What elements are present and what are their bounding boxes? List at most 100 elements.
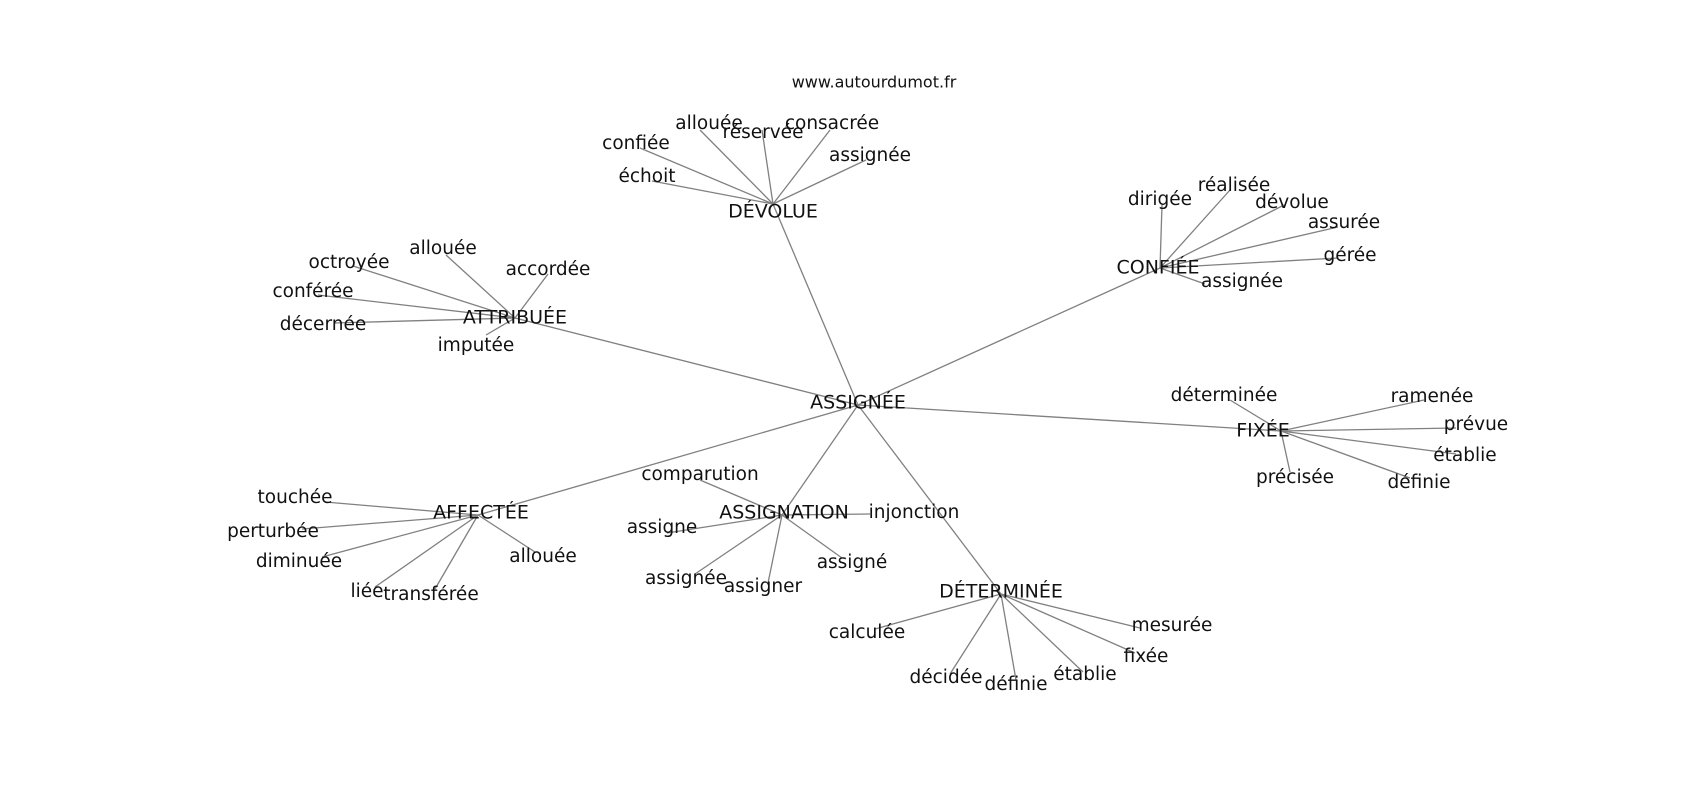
edge-confiee-leaf (1159, 267, 1206, 285)
edge-attribuee-leaf (445, 254, 516, 319)
leaf-node[interactable]: assigner (724, 576, 803, 597)
leaf-node[interactable]: assignée (1201, 271, 1283, 292)
edge-assignation-leaf (781, 513, 871, 516)
leaf-node[interactable]: décernée (280, 314, 366, 335)
leaf-node[interactable]: accordée (506, 259, 591, 280)
leaf-node[interactable]: octroyée (309, 252, 390, 273)
site-label[interactable]: www.autourdumot.fr (792, 73, 957, 92)
edge-center-determinee (857, 404, 1002, 595)
edge-attribuee-leaf (333, 317, 516, 324)
leaf-node[interactable]: mesurée (1132, 615, 1213, 636)
hub-node-devolue[interactable]: DÉVOLUE (728, 200, 818, 223)
leaf-node[interactable]: consacrée (785, 113, 879, 134)
leaf-node[interactable]: imputée (438, 335, 515, 356)
hub-node-fixee[interactable]: FIXÉE (1236, 419, 1290, 442)
leaf-node[interactable]: réservée (723, 122, 804, 143)
edge-devolue-leaf (699, 129, 774, 205)
edge-devolue-leaf (772, 159, 867, 205)
edge-confiee-leaf (1159, 204, 1285, 269)
leaf-node[interactable]: allouée (509, 546, 576, 567)
edge-affectee-leaf (321, 514, 479, 558)
leaf-node[interactable]: établie (1053, 664, 1116, 685)
edge-fixee-leaf (1280, 430, 1411, 479)
graph-edges (301, 129, 1457, 681)
edge-devolue-leaf (772, 129, 831, 205)
leaf-node[interactable]: allouée (409, 238, 476, 259)
edge-attribuee-leaf (485, 317, 516, 336)
edge-fixee-leaf (1280, 399, 1425, 432)
hub-node-attribuee[interactable]: ATTRIBUÉE (463, 306, 567, 329)
edge-affectee-leaf (324, 501, 479, 516)
leaf-node[interactable]: décidée (910, 667, 983, 688)
leaf-node[interactable]: dirigée (1128, 189, 1192, 210)
leaf-node[interactable]: ramenée (1391, 386, 1474, 407)
edge-center-attribuee (514, 317, 859, 406)
edge-affectee-leaf (477, 514, 536, 553)
leaf-node[interactable]: dévolue (1255, 192, 1329, 213)
leaf-node[interactable]: gérée (1323, 245, 1376, 266)
leaf-node[interactable]: touchée (258, 487, 333, 508)
leaf-node[interactable]: allouée (675, 113, 742, 134)
edge-assignation-leaf (699, 479, 783, 516)
leaf-node[interactable]: définie (984, 674, 1047, 695)
leaf-node[interactable]: assignée (645, 568, 727, 589)
hub-node-affectee[interactable]: AFFECTÉE (433, 501, 529, 524)
edge-assignation-leaf (694, 514, 783, 575)
leaf-node[interactable]: échoit (619, 166, 676, 187)
leaf-node[interactable]: calculée (829, 622, 905, 643)
hub-node-assignation[interactable]: ASSIGNATION (719, 502, 849, 524)
hub-node-determinee[interactable]: DÉTERMINÉE (939, 580, 1063, 603)
edge-confiee-leaf (1159, 204, 1163, 269)
edge-center-affectee (477, 404, 859, 516)
edge-assignation-leaf (781, 514, 843, 559)
edge-affectee-leaf (301, 514, 479, 530)
edge-center-assignation (781, 404, 859, 516)
leaf-node[interactable]: assurée (1308, 212, 1380, 233)
edge-confiee-leaf (1159, 226, 1339, 269)
edge-determinee-leaf (874, 593, 1002, 630)
leaf-node[interactable]: confiée (602, 133, 670, 154)
edge-determinee-leaf (1000, 593, 1017, 681)
edge-affectee-leaf (434, 514, 479, 590)
graph-labels: www.autourdumot.fr ASSIGNÉE DÉVOLUE allou… (227, 73, 1508, 696)
edge-center-confiee (857, 267, 1161, 406)
leaf-node[interactable]: définie (1387, 472, 1450, 493)
edge-fixee-leaf (1280, 430, 1457, 455)
leaf-node[interactable]: établie (1433, 445, 1496, 466)
edge-confiee-leaf (1159, 189, 1231, 269)
edge-attribuee-leaf (317, 294, 516, 319)
edge-determinee-leaf (949, 593, 1002, 675)
edge-devolue-leaf (639, 147, 774, 205)
leaf-node[interactable]: diminuée (256, 551, 342, 572)
leaf-node[interactable]: comparution (641, 464, 758, 485)
edge-determinee-leaf (1000, 593, 1141, 629)
center-node[interactable]: ASSIGNÉE (810, 391, 906, 414)
leaf-node[interactable]: perturbée (227, 521, 319, 542)
leaf-node[interactable]: injonction (869, 502, 960, 523)
edge-devolue-leaf (761, 129, 774, 205)
leaf-node[interactable]: assigné (817, 552, 888, 573)
leaf-node[interactable]: précisée (1256, 467, 1334, 488)
edge-fixee-leaf (1280, 430, 1291, 473)
leaf-node[interactable]: déterminée (1171, 385, 1278, 406)
hub-node-confiee[interactable]: CONFIÉE (1117, 256, 1200, 279)
leaf-node[interactable]: conférée (272, 281, 353, 302)
edge-determinee-leaf (1000, 593, 1136, 654)
edge-devolue-leaf (651, 180, 774, 205)
edge-assignation-leaf (767, 514, 783, 584)
edge-assignation-leaf (666, 514, 783, 534)
edge-affectee-leaf (374, 514, 479, 588)
leaf-node[interactable]: assignée (829, 145, 911, 166)
edge-attribuee-leaf (352, 265, 516, 319)
leaf-node[interactable]: assigne (627, 517, 698, 538)
edge-center-devolue (772, 203, 859, 406)
edge-confiee-leaf (1159, 257, 1339, 269)
edge-determinee-leaf (1000, 593, 1084, 673)
edge-attribuee-leaf (514, 273, 549, 319)
leaf-node[interactable]: transférée (383, 584, 478, 605)
leaf-node[interactable]: liée (350, 581, 383, 602)
leaf-node[interactable]: fixée (1124, 646, 1169, 667)
leaf-node[interactable]: réalisée (1198, 175, 1271, 196)
leaf-node[interactable]: prévue (1444, 414, 1508, 435)
